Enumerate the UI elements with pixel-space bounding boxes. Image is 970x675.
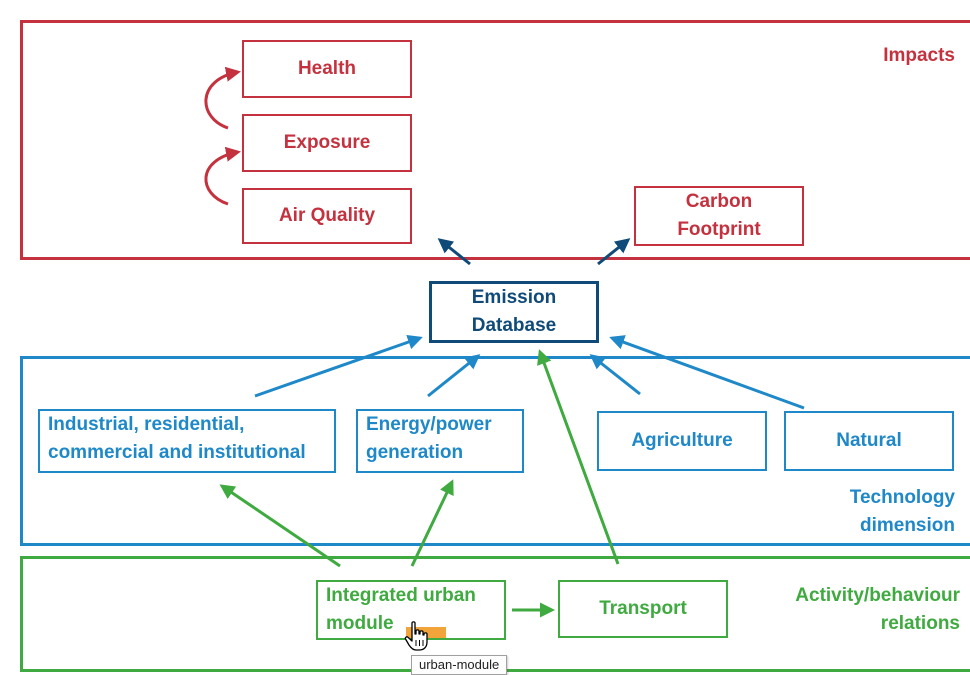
- left-edge-mask: [0, 0, 4, 675]
- energy-line1: Energy/power: [366, 414, 492, 435]
- air-quality-label: Air Quality: [278, 205, 376, 226]
- arrow-emission-to-carbon: [597, 238, 631, 266]
- arrow-natural-to-emission: [609, 335, 805, 410]
- energy-box: Energy/power generation: [356, 409, 524, 473]
- emission-database-box: Emission Database: [429, 281, 599, 343]
- transport-box: Transport: [558, 580, 728, 638]
- technology-frame: [20, 356, 970, 546]
- transport-label: Transport: [599, 598, 687, 619]
- exposure-label: Exposure: [283, 132, 371, 153]
- integrated-line1: Integrated urban: [326, 585, 476, 606]
- impacts-frame: [20, 20, 970, 260]
- industrial-line2: commercial and institutional: [48, 442, 306, 463]
- arrow-module-to-industrial: [219, 484, 341, 568]
- hand-pointer-icon: [404, 621, 428, 651]
- agriculture-box: Agriculture: [597, 411, 767, 471]
- arrow-agriculture-to-emission: [589, 354, 641, 396]
- air-quality-box: Air Quality: [242, 188, 412, 244]
- emission-line2: Database: [471, 315, 557, 336]
- energy-line2: generation: [366, 442, 464, 463]
- carbon-footprint-line1: Carbon: [685, 191, 753, 212]
- tooltip: urban-module: [411, 655, 508, 675]
- carbon-footprint-box: Carbon Footprint: [634, 186, 804, 246]
- tooltip-text: urban-module: [419, 657, 500, 672]
- arrow-module-to-energy: [410, 479, 454, 567]
- impacts-section-label: Impacts: [883, 45, 955, 66]
- industrial-box: Industrial, residential, commercial and …: [38, 409, 336, 473]
- agriculture-label: Agriculture: [631, 430, 733, 451]
- arrow-airquality-to-exposure: [204, 146, 241, 206]
- arrow-exposure-to-health: [204, 66, 241, 130]
- arrow-transport-to-emission: [537, 349, 620, 565]
- integrated-line2: module: [326, 613, 394, 634]
- natural-label: Natural: [836, 430, 902, 451]
- arrow-emission-to-airquality: [437, 238, 471, 266]
- carbon-footprint-line2: Footprint: [677, 219, 761, 240]
- health-box: Health: [242, 40, 412, 98]
- arrow-industrial-to-emission: [254, 334, 423, 398]
- emission-line1: Emission: [471, 287, 557, 308]
- arrow-energy-to-emission: [427, 354, 481, 398]
- health-label: Health: [297, 58, 357, 79]
- exposure-box: Exposure: [242, 114, 412, 172]
- technology-section-label: Technology dimension: [849, 487, 955, 536]
- activity-section-label: Activity/behaviour relations: [795, 585, 960, 634]
- industrial-line1: Industrial, residential,: [48, 414, 245, 435]
- natural-box: Natural: [784, 411, 954, 471]
